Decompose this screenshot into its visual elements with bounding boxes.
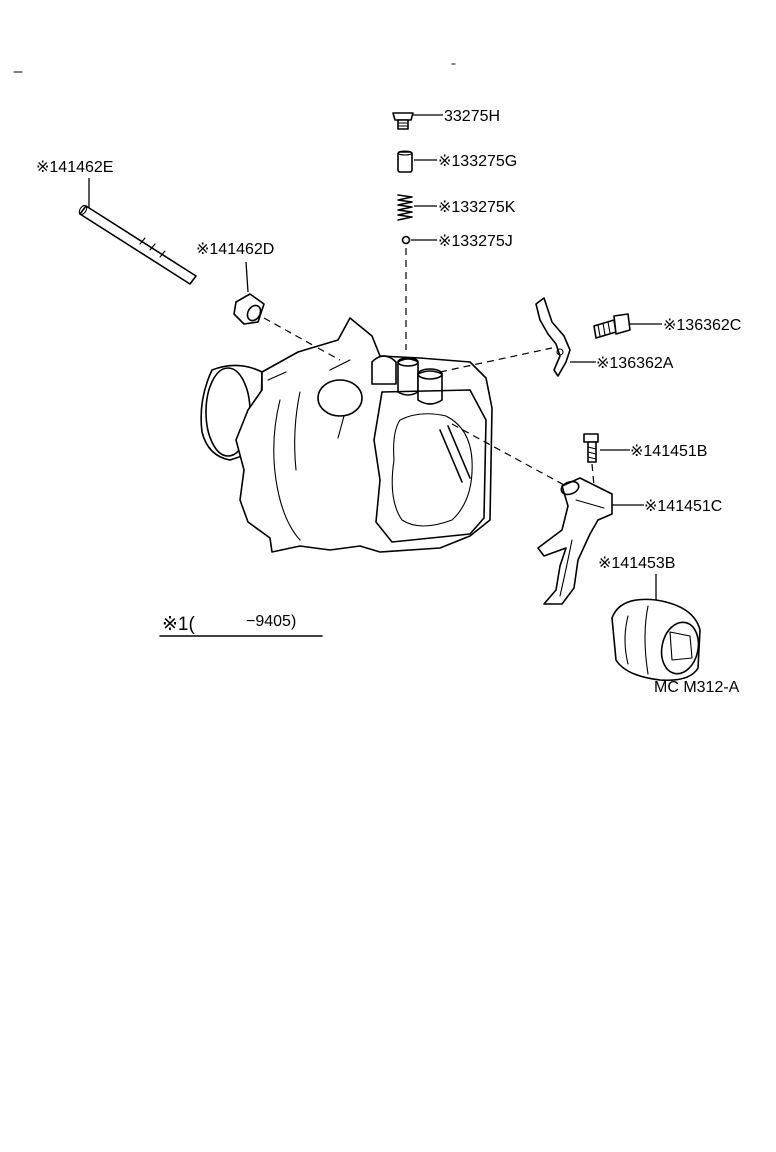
pin-133275G (397, 150, 413, 173)
assembly-line-bushing (263, 317, 319, 349)
label-133275G: ※133275G (438, 153, 517, 170)
label-33275H: 33275H (444, 108, 500, 125)
plug-33275H (392, 112, 414, 130)
sleeve-141453B (611, 598, 701, 682)
assembly-line-lock-plate (439, 347, 553, 373)
assembly-line-case-shaft (317, 347, 341, 361)
ball-133275J (401, 235, 411, 245)
label-136362A: ※136362A (596, 355, 674, 372)
note-range: −9405) (246, 613, 296, 630)
lock-plate-136362A (535, 297, 571, 377)
figure-code: MC M312-A (654, 679, 740, 696)
label-133275J: ※133275J (438, 233, 513, 250)
label-141462E: ※141462E (36, 159, 113, 176)
shift-shaft-141462E (78, 204, 197, 285)
leader-141462D (245, 261, 249, 293)
label-133275K: ※133275K (438, 199, 516, 216)
spring-133275K (397, 194, 413, 221)
label-136362C: ※136362C (663, 317, 741, 334)
assembly-line-bolt-fork (591, 463, 595, 487)
label-141451B: ※141451B (630, 443, 707, 460)
note-marker: ※1( (162, 614, 195, 635)
bolt-136362C (593, 313, 631, 339)
bolt-141451B (583, 433, 599, 463)
label-141451C: ※141451C (644, 498, 722, 515)
shift-fork-141451C (537, 477, 613, 605)
label-141453B: ※141453B (598, 555, 675, 572)
transmission-case (200, 317, 493, 553)
assembly-line-fork (451, 423, 567, 487)
label-141462D: ※141462D (196, 241, 274, 258)
bushing-141462D (233, 293, 265, 325)
